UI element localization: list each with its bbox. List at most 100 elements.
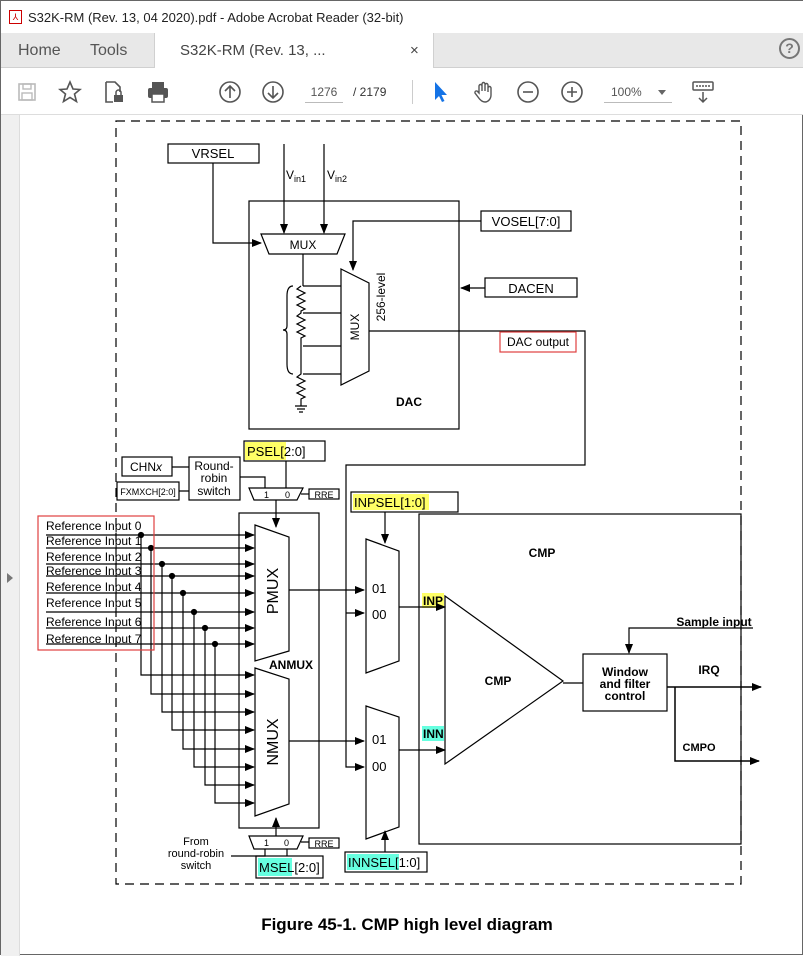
vref-mux-label: MUX [290,238,317,252]
window-filter-1: Window [602,665,649,679]
junction-dot [168,572,176,580]
inp-label: INP [423,594,443,608]
zoom-in-icon[interactable] [559,79,585,105]
tab-document-label: S32K-RM (Rev. 13, ... [180,42,326,59]
nmux-label: NMUX [265,718,282,765]
inn-label: INN [423,727,444,741]
junction-dot [137,531,145,539]
nmux-input-line [193,612,255,771]
irq-label: IRQ [698,663,719,677]
inp-mux [365,538,400,674]
rre-box-bottom [308,837,340,849]
sample-input-label: Sample input [676,615,751,629]
outer-boundary [115,120,742,885]
psel-box [243,440,326,462]
figure-caption: Figure 45-1. CMP high level diagram [261,915,553,934]
window-title: S32K-RM (Rev. 13, 04 2020).pdf - Adobe A… [28,9,404,25]
msel-label: MSEL[2:0] [259,860,320,875]
from-rr-2: round-robin [168,848,224,860]
zoom-level: 100% [611,85,642,99]
help-icon[interactable]: ? [779,38,800,59]
page-down-icon[interactable] [260,79,286,105]
save-icon[interactable] [14,79,40,105]
vref-mux [260,233,346,255]
page-number-input[interactable]: 1276 [305,83,343,103]
pdf-icon: ⅄ [9,10,22,24]
reference-input-label: Reference Input 4 [46,580,142,594]
psel-mux [248,487,304,501]
dac-mux-label: MUX [348,314,362,341]
reference-inputs-callout [37,515,155,651]
cmpo-label: CMPO [683,742,716,754]
bookmark-star-icon[interactable] [57,79,83,105]
nmux [254,667,290,817]
reference-input-label: Reference Input 7 [46,632,142,646]
dac-output-callout [499,331,577,353]
nmux-input-line [150,548,255,698]
psel-mux-0: 0 [285,490,290,500]
rre-label-top: RRE [314,490,333,500]
from-rr-3: switch [181,860,212,872]
keyboard-scroll-icon[interactable] [690,79,716,105]
inn-mux-01: 01 [372,732,386,747]
reference-input-label: Reference Input 1 [46,534,142,548]
vosel-label: VOSEL[7:0] [492,214,561,229]
pmux-label: PMUX [265,568,282,615]
nmux-input-line [214,644,255,807]
toolbar: 1276 / 2179 100% [1,68,803,115]
junction-dot [158,560,166,568]
dac-label: DAC [396,395,422,409]
left-panel-toggle[interactable] [1,115,20,956]
document-lock-icon[interactable] [101,79,127,105]
pmux [254,524,290,662]
zoom-level-dropdown[interactable]: 100% [604,83,672,103]
nmux-input-line [182,593,255,753]
title-bar: ⅄ S32K-RM (Rev. 13, 04 2020).pdf - Adobe… [1,1,803,33]
level-label: 256-level [374,273,388,322]
comparator-label: CMP [485,674,512,688]
hand-icon[interactable] [471,79,497,105]
junction-dot [211,640,219,648]
chevron-right-icon [7,573,13,583]
tab-home[interactable]: Home [18,42,61,59]
round-robin-box [188,456,241,501]
print-icon[interactable] [145,79,171,105]
psel-mux-1: 1 [264,490,269,500]
window-filter-3: control [605,689,646,703]
vrsel-label: VRSEL [192,146,235,161]
round-robin-label-2: robin [201,471,228,485]
cmp-box-label: CMP [529,546,556,560]
reference-input-label: Reference Input 2 [46,550,142,564]
window-filter-2: and filter [600,677,651,691]
innsel-box [344,851,428,873]
anmux-box [238,512,320,829]
fxmxch-label: FXMXCH[2:0] [120,487,176,497]
page-up-icon[interactable] [217,79,243,105]
psel-label: PSEL[2:0] [247,444,306,459]
window-filter-box [582,653,668,712]
dac-output-label: DAC output [507,335,570,349]
from-rr-1: From [183,836,209,848]
select-cursor-icon[interactable] [427,79,453,105]
page-total: / 2179 [353,85,387,99]
nmux-input-line [171,576,255,734]
close-tab-icon[interactable]: × [410,42,419,59]
junction-dot [201,624,209,632]
dacen-label: DACEN [508,281,554,296]
comparator [444,594,565,766]
vin2-label: Vin2 [327,168,347,184]
msel-mux-1: 1 [264,838,269,848]
chnx-label: CHNx [130,460,163,474]
reference-input-label: Reference Input 3 [46,564,142,578]
inn-mux-00: 00 [372,759,386,774]
junction-dot [190,608,198,616]
innsel-label: INNSEL[1:0] [348,855,420,870]
tab-tools[interactable]: Tools [90,42,128,59]
tab-document[interactable]: S32K-RM (Rev. 13, ... × [154,33,434,69]
dac-box [248,200,460,430]
round-robin-label-3: switch [197,484,230,498]
anmux-label: ANMUX [269,658,313,672]
zoom-out-icon[interactable] [515,79,541,105]
inp-mux-00: 00 [372,607,386,622]
